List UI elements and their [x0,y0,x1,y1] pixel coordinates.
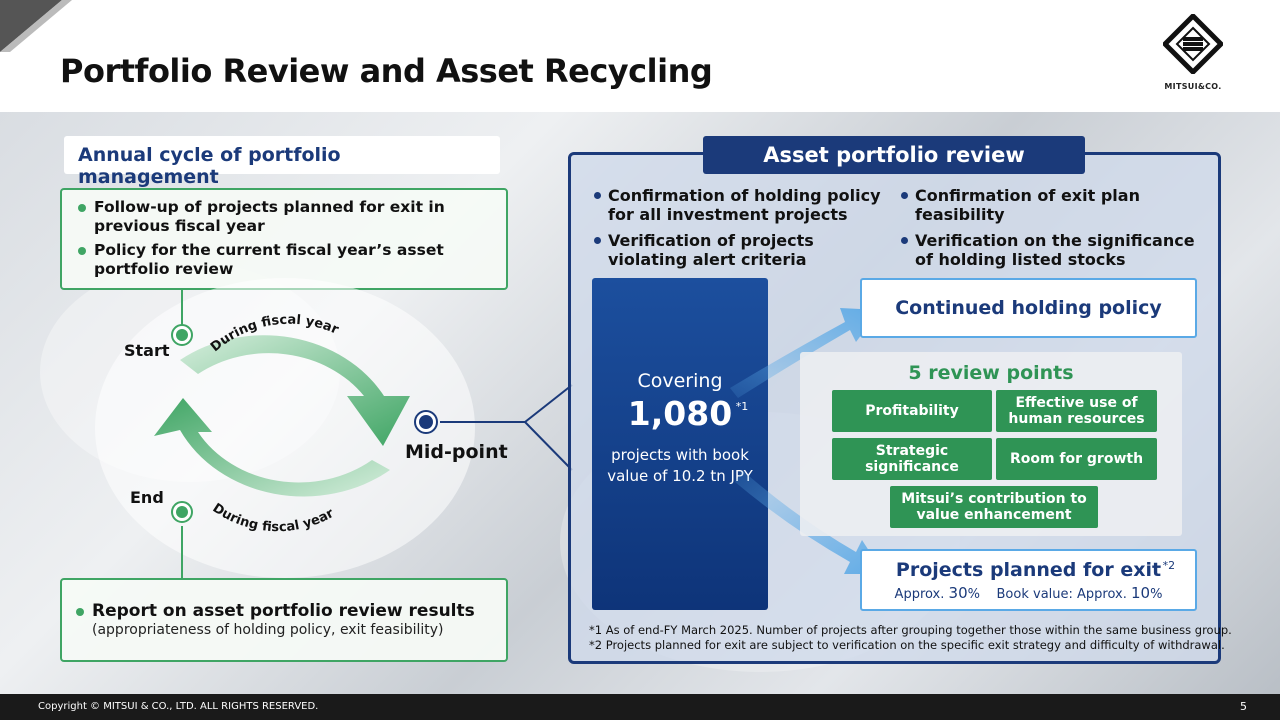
exit-unit: % [1150,587,1163,602]
exit-approx-label: Approx. [894,587,945,602]
review-panel-title: Asset portfolio review [703,136,1085,174]
holding-policy-box: Continued holding policy [860,278,1197,338]
review-point-contribution: Mitsui’s contribution to value enhanceme… [890,486,1098,528]
footnotes: *1 As of end-FY March 2025. Number of pr… [589,623,1232,653]
mitsui-logo-icon [1161,12,1225,76]
callout-bullet: Policy for the current fiscal year’s ass… [78,241,494,279]
company-logo: MITSUI&CO. [1160,12,1226,94]
exit-bv-label: Book value: Approx. [996,587,1127,602]
logo-text: MITSUI&CO. [1164,82,1222,91]
top-cycle-arrow [180,335,410,446]
covering-subtext: projects with book value of 10.2 tn JPY [607,446,753,485]
exit-approx-value: 30 [948,584,968,602]
review-bullet: Confirmation of holding policy for all i… [594,186,894,224]
review-point-strategic: Strategic significance [832,438,992,480]
start-callout: Follow-up of projects planned for exit i… [60,188,508,290]
exit-projects-box: Projects planned for exit *2 Approx. 30%… [860,549,1197,611]
copyright-text: Copyright © MITSUI & CO., LTD. ALL RIGHT… [38,701,319,712]
exit-title: Projects planned for exit *2 [895,559,1175,581]
bottom-cycle-arrow [154,398,390,497]
end-callout: Report on asset portfolio review results… [60,578,508,662]
footnote: *1 As of end-FY March 2025. Number of pr… [589,623,1232,637]
slide-footer: Copyright © MITSUI & CO., LTD. ALL RIGHT… [0,694,1280,720]
review-bullet: Verification on the significance of hold… [901,231,1201,269]
slide-header: Portfolio Review and Asset Recycling MIT… [0,0,1280,112]
callout-bullet: Follow-up of projects planned for exit i… [78,198,494,236]
cycle-section-title: Annual cycle of portfolio management [64,136,500,188]
footnote: *2 Projects planned for exit are subject… [589,638,1225,652]
arrow-to-exit-icon [735,470,884,574]
covering-number: 1,080 *1 [627,394,748,433]
start-label: Start [124,341,170,360]
exit-stats: Approx. 30% Book value: Approx. 10% [862,584,1195,602]
review-point-human-resources: Effective use of human resources [996,390,1157,432]
review-points-title: 5 review points [908,362,1074,384]
exit-bv-value: 10 [1131,584,1151,602]
review-bullet: Confirmation of exit plan feasibility [901,186,1201,224]
mid-point-label: Mid-point [405,441,508,463]
coverage-column: Covering 1,080 *1 projects with book val… [592,278,768,610]
callout-bullet: Report on asset portfolio review results [76,602,494,621]
corner-decoration [0,0,72,52]
footnote-ref: *2 [1162,559,1176,572]
end-label: End [130,488,164,507]
exit-title-text: Projects planned for exit [895,559,1162,581]
exit-unit: % [967,587,980,602]
cycle-backdrop [95,278,475,578]
review-point-growth: Room for growth [996,438,1157,480]
covering-label: Covering [637,370,723,392]
callout-subtext: (appropriateness of holding policy, exit… [92,622,444,638]
covering-number-value: 1,080 [627,394,733,433]
review-bullet: Verification of projects violating alert… [594,231,894,269]
page-number: 5 [1240,700,1247,713]
review-points-box: 5 review points Profitability Effective … [800,352,1182,536]
page-title: Portfolio Review and Asset Recycling [60,52,713,90]
footnote-ref: *1 [735,400,749,413]
review-point-profitability: Profitability [832,390,992,432]
